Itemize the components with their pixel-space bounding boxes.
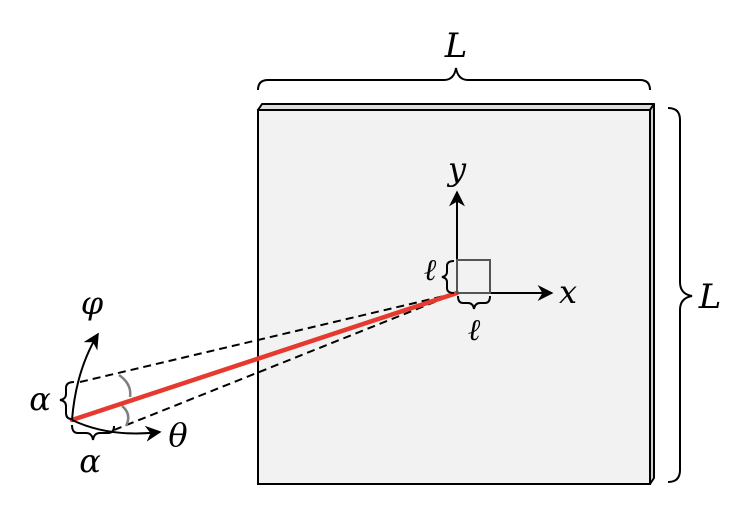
x-axis-label: x [559, 273, 577, 311]
pixel-size-label-left: ℓ [424, 253, 437, 288]
alpha-label-vertical: α [29, 380, 51, 418]
plate-face [257, 109, 651, 485]
sight-ray [69, 290, 460, 423]
phi-label: φ [81, 284, 104, 322]
angle-arc-lower [121, 405, 130, 427]
theta-label: θ [168, 416, 187, 454]
alpha-label-horizontal: α [79, 442, 101, 480]
theta-arrow [71, 419, 162, 442]
pixel-brace-bottom [457, 295, 491, 310]
height-brace [667, 107, 693, 483]
pixel-size-label-bottom: ℓ [468, 313, 481, 348]
width-brace [257, 67, 651, 91]
angle-arc-upper [118, 373, 132, 398]
phi-arrow [71, 332, 99, 421]
y-axis-label: y [446, 150, 467, 188]
width-label: L [444, 26, 468, 66]
plate [257, 103, 655, 485]
dashed-ray-side [113, 292, 458, 431]
height-label: L [698, 277, 722, 317]
alpha-brace-vertical [59, 381, 75, 420]
alpha-brace-horizontal [71, 424, 115, 441]
pixel-brace-left [441, 260, 455, 294]
pixel-square [456, 259, 491, 294]
